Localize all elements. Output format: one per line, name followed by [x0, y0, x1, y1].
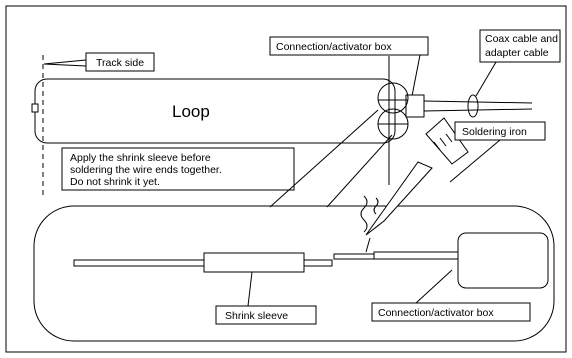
- coax-ring: [467, 94, 479, 118]
- shrink-sleeve-leader: [247, 271, 253, 307]
- iron-tip: [365, 237, 371, 253]
- soldering-iron-label: Soldering iron: [462, 126, 527, 138]
- coax-label-box: [479, 29, 561, 63]
- instruction-line3: Do not shrink it yet.: [70, 176, 160, 188]
- connection-box-top-label: Connection/activator box: [276, 41, 392, 53]
- zoom-line-right: [326, 134, 393, 208]
- connection-box-top-label-box: [269, 36, 429, 56]
- soldering-iron-top-shape: [425, 117, 469, 165]
- activator-box: [405, 94, 425, 118]
- connection-box-bottom-label-box: [371, 302, 531, 322]
- soldering-iron-leader: [449, 139, 501, 183]
- smoke-curl-2: [373, 197, 379, 215]
- soldering-iron-bottom-shape: [365, 161, 433, 236]
- coax-label-line2: adapter cable: [485, 47, 549, 59]
- shrink-sleeve: [203, 252, 305, 273]
- shrink-sleeve-label: Shrink sleeve: [225, 310, 288, 322]
- track-side-label: Track side: [96, 57, 144, 69]
- loop-end-marker: [31, 103, 39, 113]
- instruction-box: [61, 147, 295, 191]
- shrink-sleeve-label-box: [215, 305, 317, 325]
- iron-grip-line-3: [445, 133, 453, 143]
- wire-right: [373, 251, 459, 260]
- connection-box-detail: [457, 232, 549, 289]
- connection-box-bottom-leader: [415, 269, 453, 304]
- track-side-label-box: [85, 52, 155, 72]
- instruction-line1: Apply the shrink sleeve before: [70, 152, 211, 164]
- coax-leader: [475, 61, 497, 97]
- iron-grip-line-2: [439, 137, 447, 147]
- loop-rect: [34, 78, 396, 144]
- outer-frame: [5, 5, 567, 353]
- instruction-line2: soldering the wire ends together.: [70, 164, 222, 176]
- detail-view-area: [33, 205, 555, 342]
- wire-circle-upper: [377, 82, 409, 114]
- wire-left: [73, 259, 333, 267]
- zoom-line-left: [269, 109, 379, 208]
- track-side-leader-2: [43, 63, 87, 67]
- solder-joint: [333, 253, 375, 260]
- smoke-curl: [360, 195, 368, 233]
- loop-label: Loop: [172, 102, 210, 121]
- connection-box-top-leader: [411, 54, 421, 97]
- connection-box-bottom-label: Connection/activator box: [378, 307, 494, 319]
- track-side-leader: [43, 59, 87, 65]
- iron-grip-line-1: [433, 141, 441, 151]
- coax-label-line1: Coax cable and: [485, 33, 558, 45]
